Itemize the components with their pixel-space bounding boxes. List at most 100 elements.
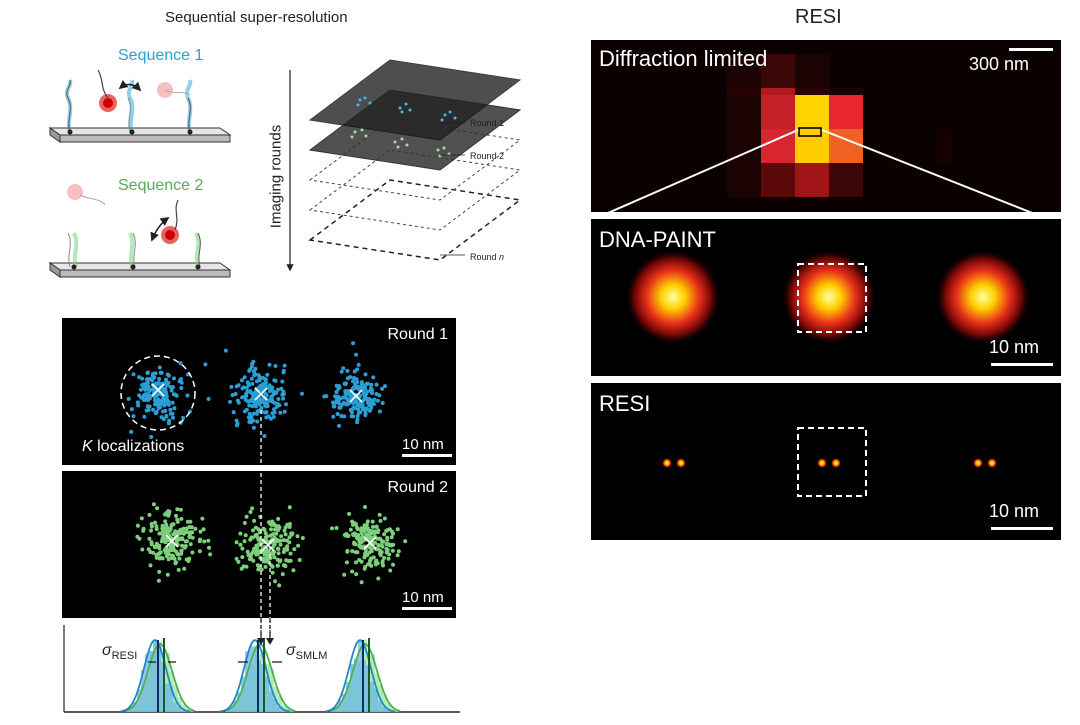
localization-point [148, 550, 153, 554]
localization-point [201, 527, 206, 532]
hist-bar-green [387, 703, 391, 712]
localization-point [284, 558, 289, 563]
left-title: Sequential super-resolution [165, 9, 348, 26]
localization-point [295, 534, 300, 539]
hist-bar-blue [346, 682, 350, 712]
sigma-resi-symbol: σ [102, 642, 112, 659]
hist-bar-blue [265, 676, 269, 712]
localization-point [163, 519, 168, 524]
localization-point [206, 538, 211, 543]
fit-curve-blue [219, 639, 291, 713]
localization-point [197, 539, 202, 544]
localization-point [352, 521, 357, 526]
resi-panel: RESI 10 nm [591, 383, 1061, 540]
localization-point [157, 556, 162, 561]
localization-point [395, 527, 400, 532]
localization-point [253, 533, 258, 538]
resi-scalebar-label: 10 nm [989, 501, 1040, 521]
localization-point [369, 547, 374, 552]
localization-point [156, 578, 161, 583]
histogram-svg [63, 620, 460, 713]
localization-point [387, 527, 392, 532]
localization-point [365, 533, 370, 538]
localization-point [245, 380, 250, 385]
localization-point [190, 550, 195, 555]
dna-paint-scalebar [991, 363, 1053, 366]
down-arrow-head-1 [257, 638, 265, 645]
localization-point [285, 538, 289, 543]
localization-point [175, 529, 180, 534]
localization-point [344, 560, 349, 565]
localization-point [255, 419, 260, 424]
localization-point [168, 526, 173, 531]
localization-point [265, 372, 270, 377]
localization-point [172, 406, 177, 411]
localization-point [139, 387, 143, 392]
localization-point [277, 583, 282, 588]
localization-point [351, 341, 356, 346]
localization-point [353, 542, 358, 547]
round-n-text: Round [470, 252, 497, 262]
hist-bar-blue [229, 707, 233, 712]
localization-point [135, 400, 140, 405]
sigma-resi-sub: RESI [111, 650, 138, 663]
localization-point [271, 522, 276, 527]
localization-point [348, 527, 353, 532]
localization-point [334, 526, 339, 530]
hist-bar-blue [233, 700, 237, 712]
localization-point [193, 526, 198, 531]
localization-point [126, 396, 131, 401]
k-localizations-label: K localizations [82, 438, 184, 456]
localization-point [142, 414, 147, 419]
localization-point [157, 569, 162, 574]
hist-bar-blue [342, 693, 346, 712]
localization-point [146, 380, 150, 385]
localization-point [342, 414, 347, 419]
hist-bar-blue [382, 706, 386, 712]
diffraction-scalebar [1009, 48, 1053, 51]
localization-point [296, 543, 301, 548]
localization-point [202, 539, 207, 544]
localization-point [362, 523, 367, 528]
localization-point [259, 567, 264, 572]
localization-point [272, 555, 277, 560]
localization-point [333, 394, 338, 399]
localization-point [178, 527, 183, 532]
localization-point [287, 522, 292, 526]
localization-point [281, 550, 286, 554]
localization-point [276, 387, 281, 392]
localization-point [274, 531, 279, 536]
localization-point [380, 386, 385, 391]
localization-point [173, 392, 178, 397]
localization-point [254, 404, 258, 409]
localization-point [279, 534, 284, 539]
localization-point [247, 411, 252, 416]
diffraction-limited-panel: Diffraction limited 300 nm [591, 40, 1061, 212]
dna-paint-label: DNA-PAINT [599, 227, 716, 252]
localization-point [171, 415, 175, 420]
localization-point [238, 531, 243, 536]
center-mark-r2-1 [165, 534, 179, 548]
localization-point [359, 580, 364, 585]
localization-point [387, 552, 392, 557]
localization-point [343, 381, 348, 386]
localization-point [383, 384, 387, 389]
localization-point [166, 373, 171, 378]
localization-point [179, 516, 184, 521]
localization-point [270, 570, 275, 575]
round-1-label: Round 1 [387, 326, 449, 343]
localization-point [244, 385, 249, 390]
localization-point [246, 415, 251, 420]
k-text: localizations [92, 438, 185, 455]
localization-point [291, 568, 296, 573]
localization-point [147, 512, 152, 517]
localization-point [384, 546, 389, 551]
localization-point [322, 394, 327, 399]
localization-point [356, 410, 361, 415]
localization-point [251, 418, 256, 423]
localization-point [157, 365, 162, 370]
localization-point [366, 562, 370, 567]
localization-point [269, 396, 274, 401]
localization-point [344, 390, 349, 395]
localization-point [141, 526, 146, 531]
